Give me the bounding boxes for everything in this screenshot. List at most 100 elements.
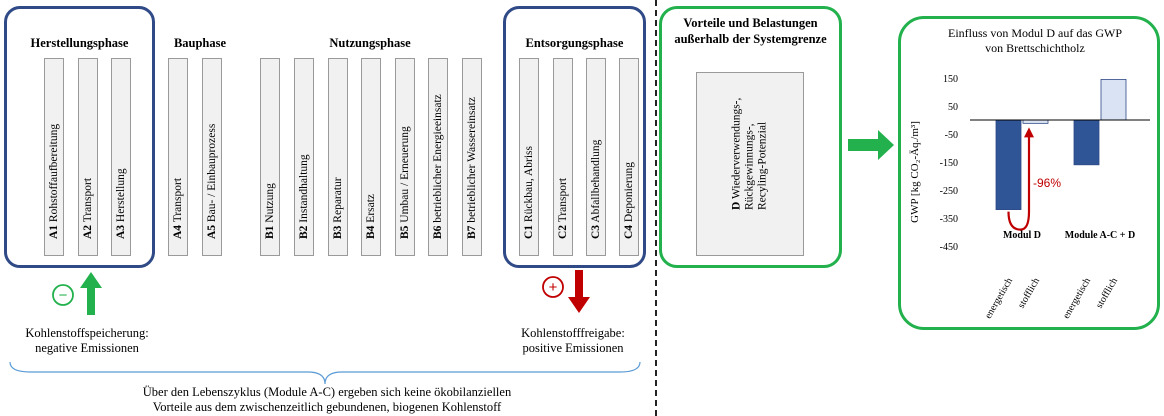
module-code: A3 [115, 224, 127, 239]
module-label: Instandhaltung [298, 154, 310, 223]
module-label: Transport [557, 177, 569, 223]
module-label: Nutzung [264, 183, 276, 223]
bottom-note: Über den Lebenszyklus (Module A-C) ergeb… [4, 385, 650, 415]
plus-sign-glyph: + [549, 279, 558, 296]
storage-caption-line2: negative Emissionen [35, 341, 139, 355]
module-a2: A2 Transport [78, 58, 98, 256]
module-a3: A3 Herstellung [111, 58, 131, 256]
storage-caption-line1: Kohlenstoffspeicherung: [25, 326, 149, 340]
chart-box [898, 16, 1160, 330]
module-code: B2 [298, 225, 310, 239]
module-code: C2 [557, 224, 569, 239]
minus-sign-icon [52, 284, 74, 306]
bar-1-stofflich [1022, 119, 1049, 124]
reduction-annotation: -96% [1007, 127, 1061, 231]
reduction-arrow [1007, 135, 1031, 231]
module-code: B1 [264, 225, 276, 239]
y-tick-label: 150 [943, 74, 958, 85]
module-label: Deponierung [623, 162, 635, 223]
y-tick-label: -350 [940, 214, 958, 225]
bar-2-stofflich [1100, 79, 1127, 121]
module-d-box [659, 6, 842, 268]
arrow-up-icon [80, 272, 102, 315]
module-code: B6 [432, 225, 444, 239]
module-label: Transport [82, 177, 94, 223]
module-code: B7 [466, 225, 478, 239]
gwp-chart: Einfluss von Modul D auf das GWP von Bre… [909, 26, 1150, 321]
module-b5: B5 Umbau / Erneuerung [395, 58, 415, 256]
module-b2: B2 Instandhaltung [294, 58, 314, 256]
module-d-title-line2: außerhalb der Systemgrenze [674, 32, 827, 46]
y-ticks: 150 50 -50 -150 -250 -350 -450 [940, 74, 958, 253]
release-caption-line1: Kohlenstofffreigabe: [521, 326, 625, 340]
herstellung-phase-box [4, 6, 155, 268]
module-d-text: D Wiederverwendungs-, Rückgewinnungs-, R… [731, 98, 770, 210]
system-boundary-line [655, 0, 657, 416]
bars [995, 79, 1127, 210]
arrow-right-icon [848, 130, 894, 160]
module-d-line2: Rückgewinnungs-, [743, 123, 756, 210]
module-c3: C3 Abfallbehandlung [586, 58, 606, 256]
module-label: Rückbau, Abriss [523, 146, 535, 223]
arrowhead-icon [1024, 127, 1034, 138]
module-label: Transport [172, 177, 184, 223]
minus-sign-glyph: − [59, 287, 68, 304]
module-b4: B4 Ersatz [361, 58, 381, 256]
bar-label: stofflich [1016, 276, 1042, 310]
chart-ylabel: GWP [kg CO₂-Äq./m³] [909, 121, 921, 223]
module-code: C4 [623, 224, 635, 239]
module-d-line1: Wiederverwendungs-, [730, 97, 743, 200]
reduction-label: -96% [1033, 176, 1061, 190]
module-d-column: D Wiederverwendungs-, Rückgewinnungs-, R… [696, 72, 804, 256]
y-tick-label: -250 [940, 186, 958, 197]
module-b3: B3 Reparatur [328, 58, 348, 256]
module-code: A2 [82, 224, 94, 239]
module-a1: A1 Rohstoffaufbereitung [44, 58, 64, 256]
module-code: A4 [172, 224, 184, 239]
arrow-down-icon [568, 270, 590, 313]
module-b1: B1 Nutzung [260, 58, 280, 256]
module-label: Ersatz [365, 193, 377, 223]
module-b7: B7 betrieblicher Wassereinsatz [462, 58, 482, 256]
bau-phase-title: Bauphase [173, 36, 227, 50]
y-tick-label: 50 [948, 102, 958, 113]
module-d-code: D [730, 201, 743, 210]
module-code: C1 [523, 224, 535, 239]
storage-indicator: − [52, 272, 102, 315]
module-code: A5 [206, 224, 218, 239]
module-a5: A5 Bau- / Einbauprozess [202, 58, 222, 256]
bar-label: stofflich [1094, 276, 1120, 310]
module-c4: C4 Deponierung [619, 58, 639, 256]
module-d-line3: Recyling-Potenzial [756, 121, 769, 210]
nutzung-phase-title: Nutzungsphase [329, 36, 411, 50]
release-indicator: + [542, 270, 590, 313]
y-tick-label: -50 [945, 130, 958, 141]
bar-label: energetisch [983, 276, 1015, 321]
lifecycle-bracket [9, 361, 641, 385]
entsorgung-phase-title: Entsorgungsphase [525, 36, 624, 50]
module-code: C3 [590, 224, 602, 239]
module-d-title-line1: Vorteile und Belastungen [683, 16, 818, 30]
entsorgung-phase-box [503, 6, 646, 268]
y-tick-label: -150 [940, 158, 958, 169]
bottom-note-line2: Vorteile aus dem zwischenzeitlich gebund… [152, 400, 502, 414]
module-code: B4 [365, 225, 377, 239]
y-tick-label: -450 [940, 242, 958, 253]
module-label: Umbau / Erneuerung [399, 126, 411, 223]
module-c2: C2 Transport [553, 58, 573, 256]
bar-1-energetisch [995, 119, 1022, 210]
bottom-note-line1: Über den Lebenszyklus (Module A-C) ergeb… [142, 385, 512, 399]
release-caption: Kohlenstofffreigabe: positive Emissionen [496, 326, 650, 356]
bar-label: energetisch [1061, 276, 1093, 321]
module-code: B5 [399, 225, 411, 239]
module-code: A1 [48, 224, 60, 239]
chart-title-line1: Einfluss von Modul D auf das GWP [948, 26, 1122, 40]
module-label: Bau- / Einbauprozess [206, 123, 218, 223]
group-label: Modul D [1003, 230, 1041, 241]
module-d-title: Vorteile und Belastungen außerhalb der S… [659, 15, 842, 47]
module-label: Reparatur [332, 177, 344, 223]
module-label: Herstellung [115, 168, 127, 223]
module-label: Abfallbehandlung [590, 139, 602, 223]
chart-title-line2: von Brettschichtholz [985, 41, 1085, 55]
